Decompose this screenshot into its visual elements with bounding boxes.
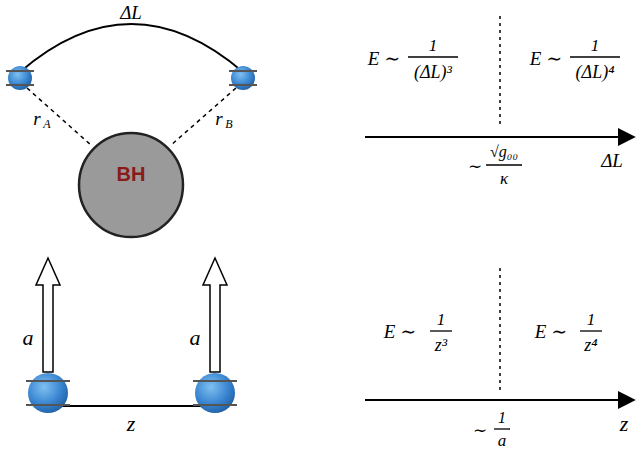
denominator: (ΔL)⁴ [576,63,615,81]
acceleration-label: a [190,327,201,349]
acceleration-arrow [203,258,227,372]
atom [229,66,257,90]
formula: E ∼ [535,322,567,341]
dashed-line [27,88,92,146]
atom [6,66,34,90]
axis [365,399,634,401]
fraction-bar [486,164,522,165]
numerator: √g₀₀ [490,144,518,160]
numerator: 1 [498,410,506,426]
node-label: BH [117,163,146,186]
scaling-symbol: ∼ [468,158,482,175]
threshold-line [499,268,501,392]
fraction-bar [408,56,458,57]
formula: E ∼ [384,322,416,341]
denominator: κ [500,170,508,187]
fraction-bar [570,56,620,57]
acceleration-arrow [36,258,60,372]
dashed-line [170,88,236,146]
formula: E ∼ [530,49,562,68]
denominator: z³ [435,336,447,354]
axis-label: ΔL [601,151,623,170]
distance-symbol: r [215,109,222,128]
distance-label: z [127,413,136,435]
denominator: a [498,432,507,449]
separation-line [48,405,215,407]
arc-length: ΔL [120,3,142,22]
distance-symbol: r [33,109,40,128]
fraction-bar [494,428,510,429]
scaling-symbol: ∼ [473,422,487,439]
numerator: 1 [591,37,600,54]
black-hole: BH [77,131,185,239]
threshold-line [499,16,501,128]
denominator: z⁴ [584,336,597,354]
acceleration-label: a [23,327,34,349]
numerator: 1 [587,311,596,328]
numerator: 1 [437,311,446,328]
node-text-holder: BH [77,131,185,239]
black-hole-shape [77,131,185,239]
formula: E ∼ [368,49,400,68]
subscript: A [43,118,50,130]
atom [26,373,70,413]
axis-label: z [620,413,629,435]
arc-line [20,24,243,72]
atom [193,373,237,413]
denominator: (ΔL)³ [414,63,452,81]
fraction-bar [430,330,452,331]
numerator: 1 [429,37,438,54]
axis [365,136,634,138]
subscript: B [225,118,232,130]
fraction-bar [580,330,602,331]
black-hole-circle [79,133,183,237]
